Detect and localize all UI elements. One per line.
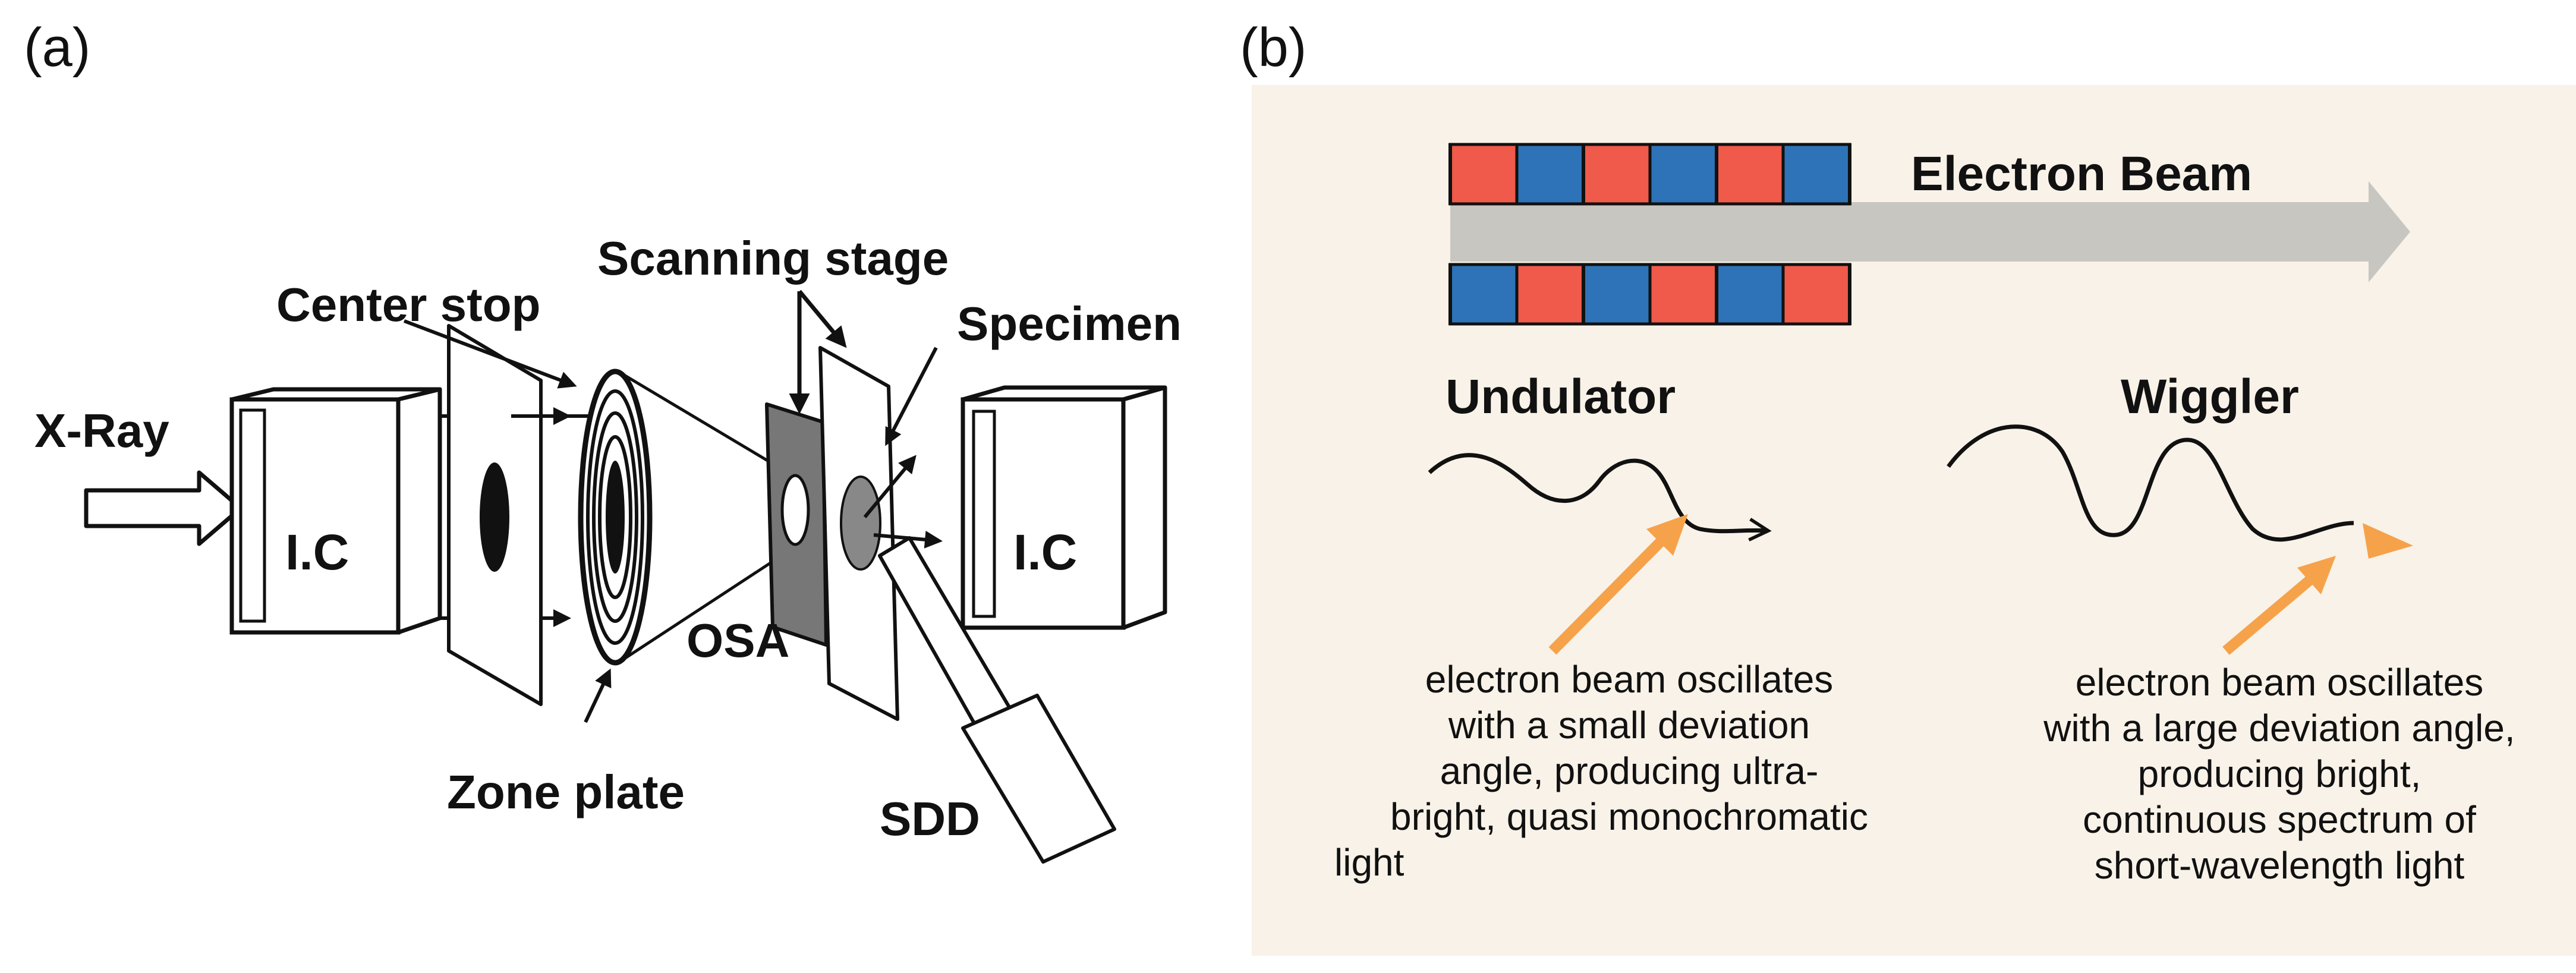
svg-text:producing bright,: producing bright, [2138, 752, 2421, 795]
osa-plate [765, 402, 828, 647]
xray-arrow [84, 470, 243, 546]
wiggler-trajectory [1947, 424, 2354, 542]
xray-label: X-Ray [34, 404, 169, 457]
magnet-block-red [1781, 263, 1851, 326]
magnet-row-top [1448, 143, 1851, 206]
panel-b-label: (b) [1240, 17, 1307, 78]
svg-text:with a small deviation: with a small deviation [1448, 704, 1810, 747]
right-ion-chamber [961, 385, 1167, 630]
svg-text:short-wavelength light: short-wavelength light [2095, 844, 2465, 887]
magnet-block-blue [1648, 143, 1718, 206]
magnet-row-bottom [1448, 263, 1851, 326]
magnet-block-red [1715, 143, 1785, 206]
panel-a-diagram: X-Ray Center stop Scanning stage Specime… [34, 232, 1182, 864]
zone-plate [578, 369, 653, 666]
magnet-separator [1715, 263, 1718, 325]
magnet-separator [1448, 263, 1452, 325]
electron-beam-arrow [1450, 181, 2410, 282]
magnet-block-blue [1515, 143, 1585, 206]
svg-text:with a large deviation angle,: with a large deviation angle, [2043, 707, 2515, 750]
magnet-separator [1582, 263, 1585, 325]
svg-text:angle, producing ultra-: angle, producing ultra- [1440, 750, 1819, 792]
magnet-block-blue [1715, 263, 1785, 326]
wiggler-description: electron beam oscillates with a large de… [2043, 661, 2515, 887]
magnet-separator [1448, 143, 1452, 205]
osa-label: OSA [686, 614, 789, 667]
center-stop-plate [447, 324, 543, 706]
magnet-block-blue [1582, 263, 1652, 326]
scanning-stage-label: Scanning stage [597, 232, 949, 285]
undulator-description: electron beam oscillates with a small de… [1334, 658, 1868, 884]
specimen-label: Specimen [957, 297, 1182, 350]
svg-text:electron beam oscillates: electron beam oscillates [1425, 658, 1834, 701]
ic-left-label: I.C [285, 524, 349, 580]
magnet-block-blue [1781, 143, 1851, 206]
magnet-separator [1715, 143, 1718, 205]
electron-beam-label: Electron Beam [1911, 147, 2252, 201]
undulator-trajectory [1428, 453, 1772, 541]
magnet-block-red [1582, 143, 1652, 206]
magnet-block-red [1448, 143, 1519, 206]
sdd-detector [878, 536, 1116, 864]
scanning-stage-plate [818, 346, 899, 721]
svg-text:electron beam oscillates: electron beam oscillates [2076, 661, 2484, 704]
sdd-label: SDD [880, 792, 980, 845]
ic-right-label: I.C [1013, 524, 1077, 580]
magnet-block-blue [1448, 263, 1519, 326]
magnet-block-red [1515, 263, 1585, 326]
magnet-separator [1582, 143, 1585, 205]
undulator-pointer-arrow [1548, 528, 1674, 655]
wiggler-title: Wiggler [2121, 370, 2299, 424]
center-stop-label: Center stop [276, 278, 541, 331]
wiggler-pointer-arrow [2222, 566, 2325, 655]
undulator-title: Undulator [1446, 370, 1676, 424]
magnet-separator [1848, 263, 1851, 325]
panel-a-label: (a) [24, 17, 91, 78]
magnet-separator [1848, 143, 1851, 205]
svg-text:continuous spectrum of: continuous spectrum of [2083, 798, 2476, 841]
magnet-block-red [1648, 263, 1718, 326]
svg-text:light: light [1334, 841, 1404, 884]
panel-b-diagram: Electron Beam Undulator electron beam os… [1334, 143, 2515, 887]
left-ion-chamber [229, 387, 442, 635]
zone-plate-label: Zone plate [447, 766, 685, 818]
svg-text:bright, quasi monochromatic: bright, quasi monochromatic [1390, 795, 1868, 838]
